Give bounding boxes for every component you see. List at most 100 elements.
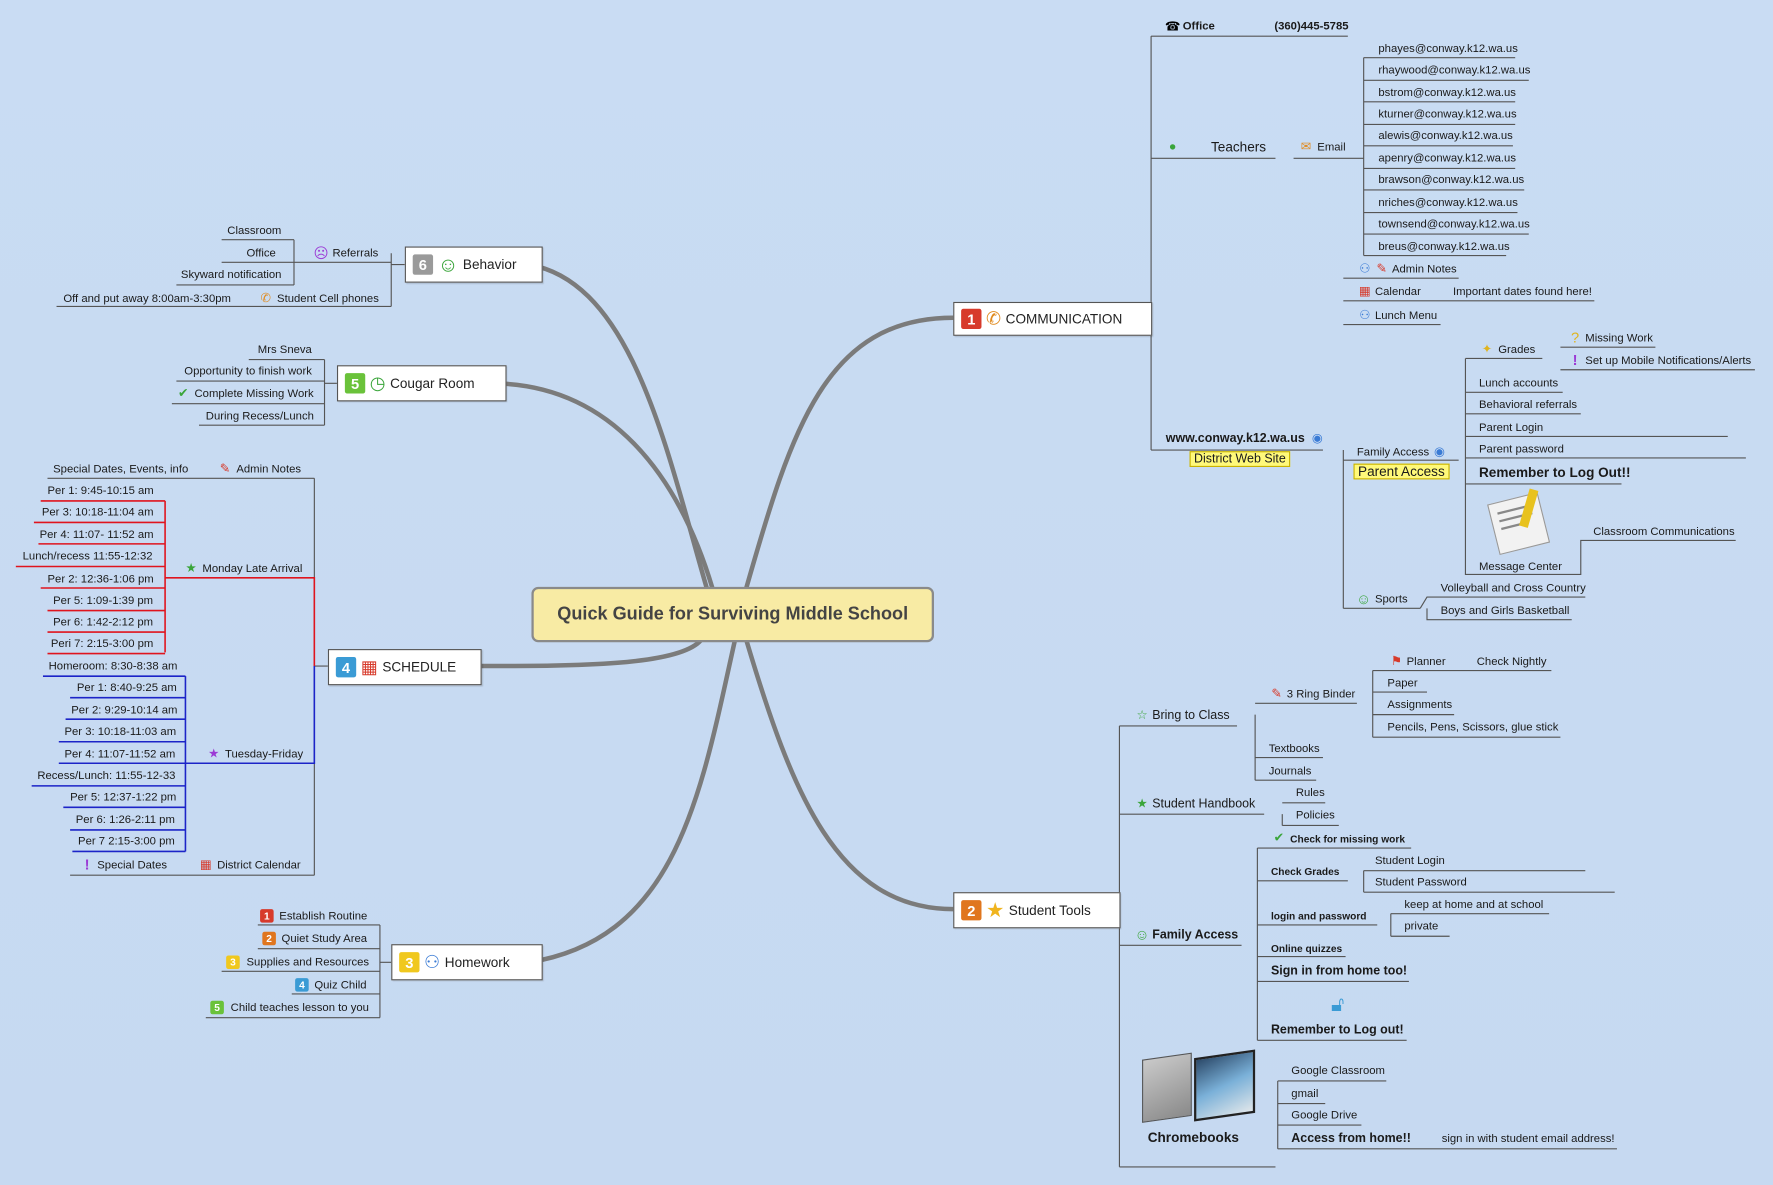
remember-logout[interactable]: Remember to Log Out!! [1479,464,1631,481]
office-phone[interactable]: (360)445-5785 [1274,20,1349,33]
monday-period[interactable]: Per 2: 12:36-1:06 pm [47,573,154,586]
textbooks[interactable]: Textbooks [1268,742,1320,756]
topic-student-tools[interactable]: 2 ★ Student Tools [953,892,1121,929]
private[interactable]: private [1404,920,1439,933]
email-item[interactable]: rhaywood@conway.k12.wa.us [1378,64,1531,77]
chromebook-item[interactable]: Google Drive [1291,1109,1358,1122]
email-item[interactable]: nriches@conway.k12.wa.us [1378,196,1518,210]
topic-behavior[interactable]: 6 ☺ Behavior [404,246,543,283]
special-events[interactable]: Special Dates, Events, info [53,463,189,477]
tuesday-period[interactable]: Per 1: 8:40-9:25 am [76,681,177,695]
access-note[interactable]: sign in with student email address! [1441,1133,1615,1146]
missing-work[interactable]: Missing Work [1585,332,1653,345]
lunch-accounts[interactable]: Lunch accounts [1479,377,1559,391]
teachers-label[interactable]: Teachers [1211,139,1267,155]
chromebooks-label[interactable]: Chromebooks [1147,1129,1239,1146]
homework-item[interactable]: Child teaches lesson to you [230,1001,369,1015]
tuesday-period[interactable]: Per 6: 1:26-2:11 pm [75,814,175,827]
cougar-item[interactable]: Mrs Sneva [257,343,312,357]
mobile-alerts[interactable]: Set up Mobile Notifications/Alerts [1585,355,1752,368]
tuesday-period[interactable]: Per 3: 10:18-11:03 am [64,725,177,739]
planner[interactable]: Planner [1406,655,1446,669]
email-item[interactable]: breus@conway.k12.wa.us [1378,240,1510,254]
monday-period[interactable]: Per 1: 9:45-10:15 am [47,485,154,498]
calendar-label[interactable]: Calendar [1374,286,1421,299]
parent-password[interactable]: Parent password [1479,443,1564,456]
referral-item[interactable]: Office [246,247,276,261]
email-item[interactable]: bstrom@conway.k12.wa.us [1378,87,1516,100]
email-item[interactable]: kturner@conway.k12.wa.us [1378,108,1517,121]
monday-period[interactable]: Per 3: 10:18-11:04 am [41,506,154,520]
check-missing-work[interactable]: Check for missing work [1290,833,1405,845]
homework-item[interactable]: Quiet Study Area [281,932,368,946]
login-and-password[interactable]: login and password [1270,910,1367,922]
handbook-item[interactable]: Policies [1295,809,1335,823]
check-grades[interactable]: Check Grades [1270,866,1340,878]
sign-in-from-home[interactable]: Sign in from home too! [1270,964,1408,979]
grades-label[interactable]: Grades [1498,343,1536,357]
monday-period[interactable]: Lunch/recess 11:55-12:32 [22,550,153,564]
monday-period[interactable]: Per 4: 11:07- 11:52 am [39,529,154,542]
topic-homework[interactable]: 3 ⚇ Homework [391,944,543,981]
homework-item[interactable]: Supplies and Resources [246,956,370,970]
student-password[interactable]: Student Password [1374,876,1467,889]
email-item[interactable]: phayes@conway.k12.wa.us [1378,42,1518,56]
admin-notes[interactable]: Admin Notes [1391,263,1457,276]
email-item[interactable]: townsend@conway.k12.wa.us [1378,218,1530,231]
referrals[interactable]: Referrals [332,247,379,261]
email-item[interactable]: brawson@conway.k12.wa.us [1378,174,1525,187]
sports-item[interactable]: Volleyball and Cross Country [1440,582,1586,595]
tuesday-period[interactable]: Per 2: 9:29-10:14 am [71,704,178,717]
student-login[interactable]: Student Login [1374,854,1445,868]
topic-cougar-room[interactable]: 5 ◷ Cougar Room [336,365,507,402]
central-topic[interactable]: Quick Guide for Surviving Middle School [531,586,934,643]
parent-login[interactable]: Parent Login [1479,421,1544,435]
referral-item[interactable]: Skyward notification [180,269,282,282]
monday-period[interactable]: Peri 7: 2:15-3:00 pm [50,637,154,651]
tuesday-period[interactable]: Homeroom: 8:30-8:38 am [48,660,178,673]
email-item[interactable]: apenry@conway.k12.wa.us [1378,152,1516,166]
access-from-home[interactable]: Access from home!! [1291,1131,1411,1146]
cell-phone-note[interactable]: Off and put away 8:00am-3:30pm [63,292,231,306]
topic-schedule[interactable]: 4 ▦ SCHEDULE [327,649,482,686]
chromebook-item[interactable]: gmail [1291,1087,1319,1101]
family-access-label[interactable]: Family Access [1356,446,1430,460]
bring-to-class[interactable]: Bring to Class [1152,708,1230,723]
journals[interactable]: Journals [1268,765,1312,778]
calendar-note[interactable]: Important dates found here! [1453,286,1592,299]
homework-item[interactable]: Quiz Child [314,979,367,992]
tuesday-period[interactable]: Per 7 2:15-3:00 pm [78,835,175,849]
tuesday-period[interactable]: Per 5: 12:37-1:22 pm [70,791,177,804]
family-access-tools[interactable]: Family Access [1152,928,1239,942]
sports-item[interactable]: Boys and Girls Basketball [1440,604,1570,618]
admin-notes-schedule[interactable]: Admin Notes [236,463,302,477]
homework-item[interactable]: Establish Routine [279,910,368,923]
remember-logout-tools[interactable]: Remember to Log out! [1270,1023,1404,1037]
cougar-item[interactable]: Complete Missing Work [194,387,314,401]
monday-late-arrival[interactable]: Monday Late Arrival [202,563,303,576]
tuesday-friday[interactable]: Tuesday-Friday [225,748,304,761]
monday-period[interactable]: Per 5: 1:09-1:39 pm [53,594,154,608]
binder-item[interactable]: Paper [1387,677,1418,690]
cougar-item[interactable]: Opportunity to finish work [184,365,312,378]
district-calendar[interactable]: District Calendar [217,859,301,872]
sports-label[interactable]: Sports [1374,593,1408,607]
special-dates[interactable]: Special Dates [97,859,168,872]
ring-binder[interactable]: 3 Ring Binder [1286,688,1356,702]
office-label[interactable]: Office [1182,20,1215,33]
tuesday-period[interactable]: Per 4: 11:07-11:52 am [64,748,176,761]
lunch-menu[interactable]: Lunch Menu [1374,309,1438,323]
binder-item[interactable]: Pencils, Pens, Scissors, glue stick [1387,721,1559,734]
behavioral-referrals[interactable]: Behavioral referrals [1479,399,1578,412]
topic-communication[interactable]: 1 ✆ COMMUNICATION [953,301,1153,336]
keep-at-home[interactable]: keep at home and at school [1404,898,1544,912]
cougar-item[interactable]: During Recess/Lunch [205,410,314,423]
tuesday-period[interactable]: Recess/Lunch: 11:55-12-33 [37,770,176,783]
classroom-communications[interactable]: Classroom Communications [1593,525,1735,539]
email-label[interactable]: Email [1317,141,1346,154]
monday-period[interactable]: Per 6: 1:42-2:12 pm [53,616,154,629]
student-handbook[interactable]: Student Handbook [1152,797,1256,811]
chromebook-item[interactable]: Google Classroom [1291,1065,1385,1078]
message-center[interactable]: Message Center [1479,560,1562,574]
check-nightly[interactable]: Check Nightly [1476,655,1547,669]
